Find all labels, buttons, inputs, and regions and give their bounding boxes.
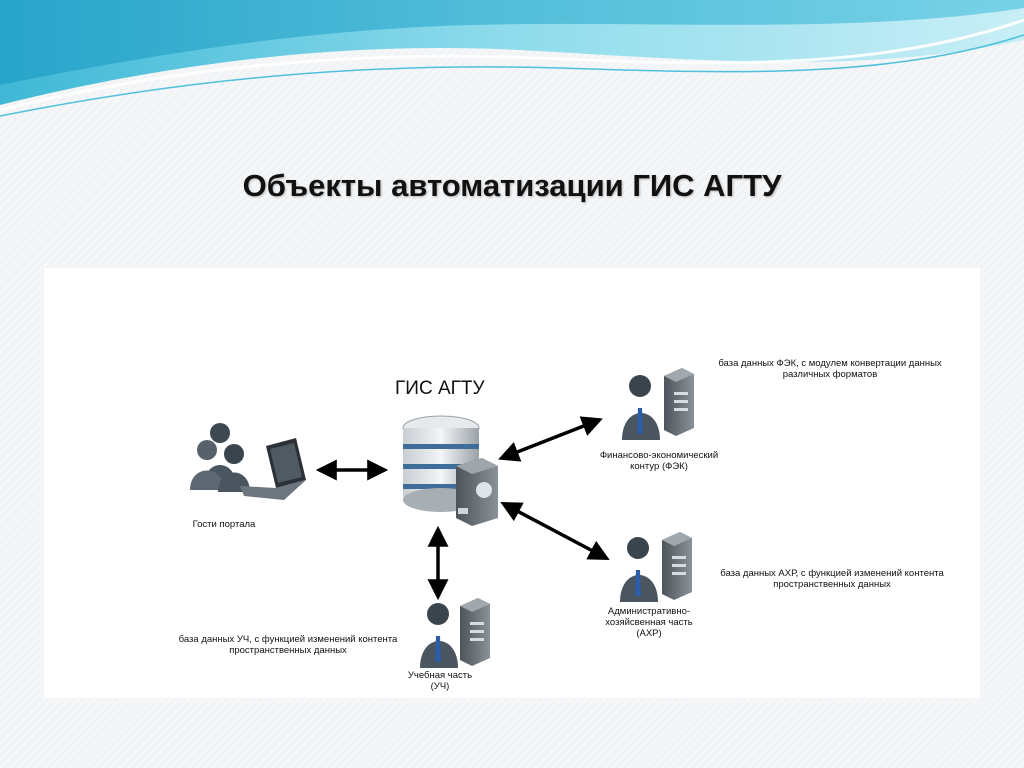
diagram-canvas: ГИС АГТУ Гости портала Финансово-экономи… bbox=[44, 268, 980, 698]
slide-title: Объекты автоматизации ГИС АГТУ bbox=[242, 168, 782, 203]
fek-db-line2: различных форматов bbox=[782, 369, 878, 380]
fek-db-line1: база данных ФЭК, с модулем конвертации д… bbox=[718, 358, 942, 369]
guests-people-icon bbox=[190, 423, 250, 492]
ahr-label: Административно- хозяйсвенная часть (АХР… bbox=[584, 606, 714, 639]
ahr-label-line1: Административно- bbox=[607, 606, 691, 617]
guests-label: Гости портала bbox=[192, 519, 256, 530]
hub-label: ГИС АГТУ bbox=[395, 378, 485, 399]
uch-db-description: база данных УЧ, с функцией изменений кон… bbox=[158, 634, 418, 656]
uch-user-server-icon bbox=[420, 598, 490, 668]
arrow-hub-fek bbox=[498, 416, 603, 462]
hub-server-icon bbox=[456, 458, 498, 526]
ahr-label-line3: (АХР) bbox=[636, 628, 662, 639]
fek-label: Финансово-экономический контур (ФЭК) bbox=[579, 450, 739, 472]
fek-user-server-icon bbox=[622, 368, 694, 440]
ahr-db-description: база данных АХР, с функцией изменений ко… bbox=[704, 568, 960, 590]
uch-label-line2: (УЧ) bbox=[430, 681, 450, 692]
ahr-label-line2: хозяйсвенная часть bbox=[605, 617, 693, 628]
fek-label-line1: Финансово-экономический bbox=[599, 450, 719, 461]
uch-db-line2: пространственных данных bbox=[229, 645, 347, 656]
diagram-graphics bbox=[190, 368, 694, 668]
laptop-icon bbox=[240, 438, 306, 500]
ahr-user-server-icon bbox=[620, 532, 692, 602]
header-waves bbox=[0, 0, 1024, 117]
ahr-db-line2: пространственных данных bbox=[773, 579, 891, 590]
fek-db-description: база данных ФЭК, с модулем конвертации д… bbox=[700, 358, 960, 380]
arrow-hub-ahr bbox=[500, 502, 610, 560]
uch-label: Учебная часть (УЧ) bbox=[390, 670, 490, 692]
fek-label-line2: контур (ФЭК) bbox=[630, 461, 688, 472]
ahr-db-line1: база данных АХР, с функцией изменений ко… bbox=[720, 568, 944, 579]
uch-label-line1: Учебная часть bbox=[407, 670, 473, 681]
uch-db-line1: база данных УЧ, с функцией изменений кон… bbox=[178, 634, 398, 645]
